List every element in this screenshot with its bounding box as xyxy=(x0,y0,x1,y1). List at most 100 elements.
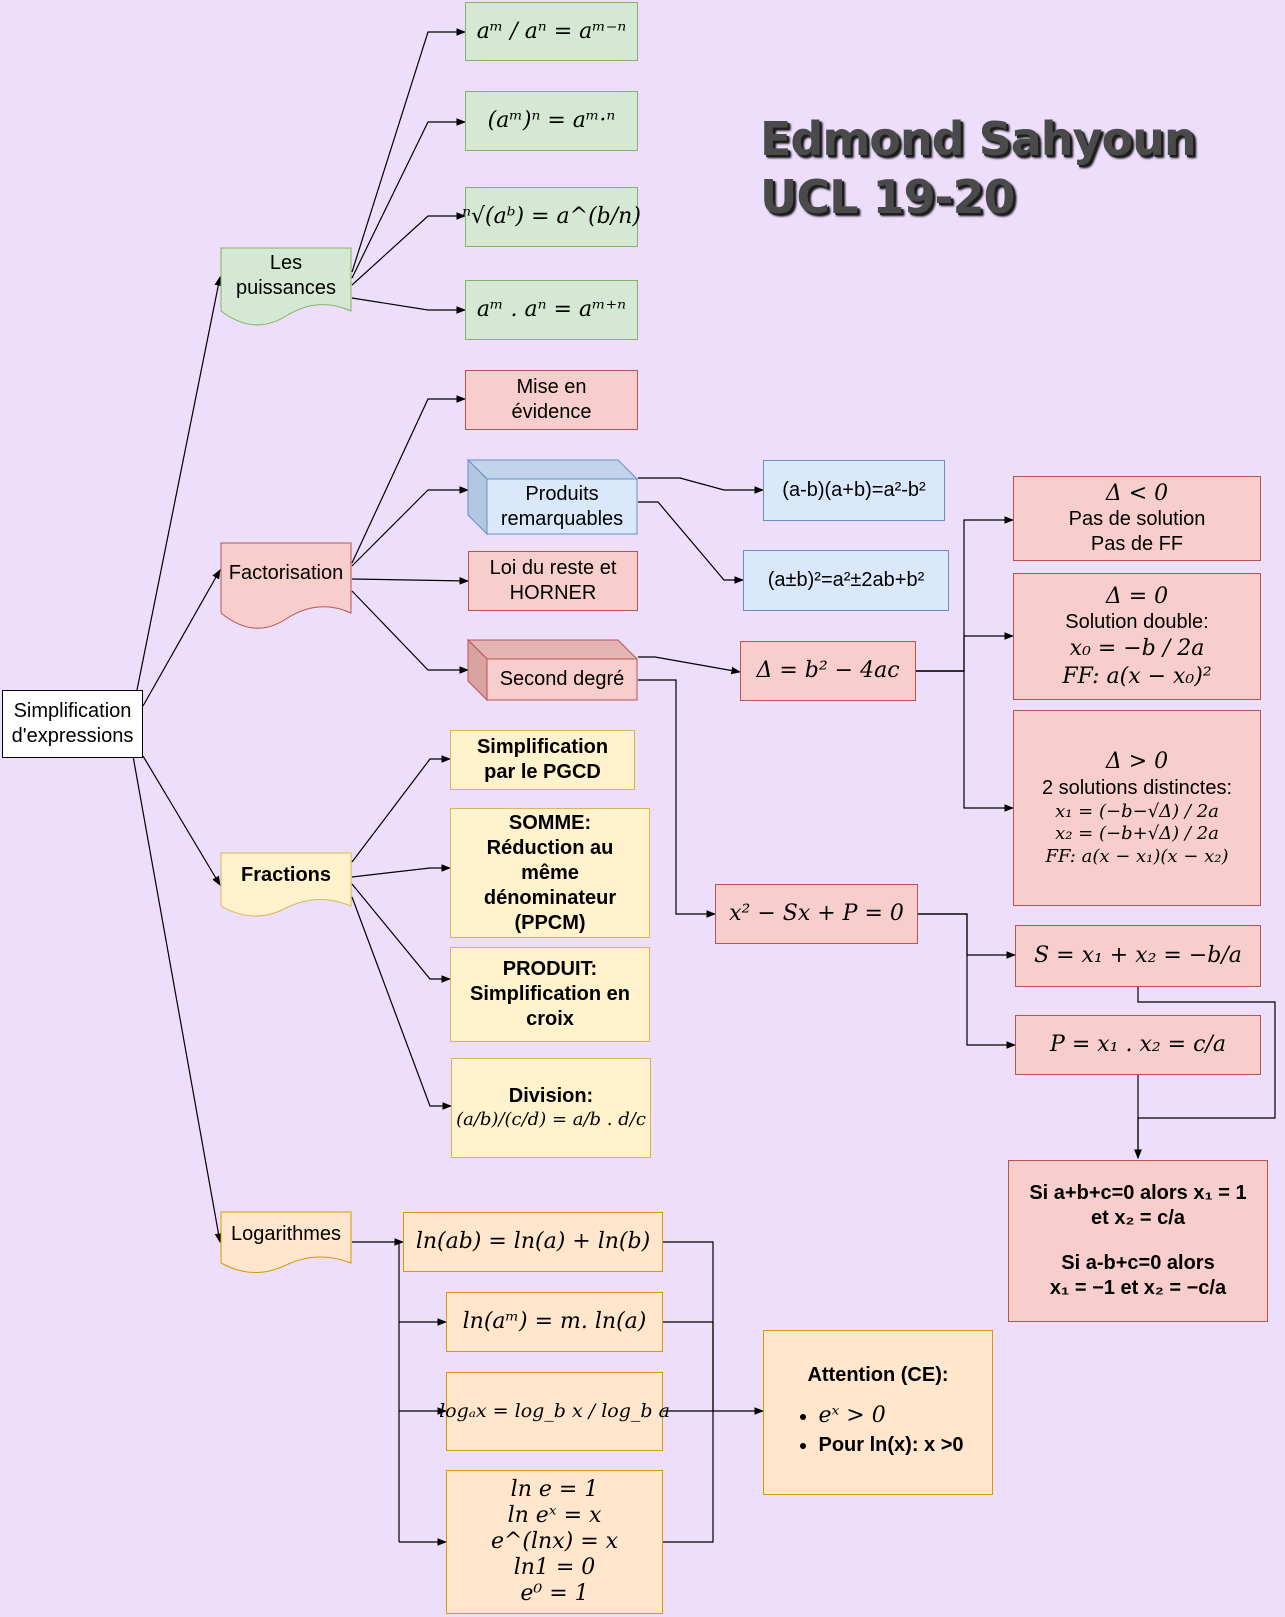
produits-line-1: Produits xyxy=(525,482,599,505)
delta-zero-x0: x₀ = −b / 2a xyxy=(1069,636,1205,662)
edge-puissances-r2 xyxy=(351,118,466,279)
division-node: Division: (a/b)/(c/d) = a/b . d/c xyxy=(451,1058,651,1158)
somme-line-2: Réduction au xyxy=(486,836,614,859)
produit-croix-node: PRODUIT: Simplification en croix xyxy=(450,947,650,1042)
attention-title: Attention (CE): xyxy=(807,1363,949,1386)
puissances-shape xyxy=(220,247,352,326)
delta-zero-ff: FF: a(x − x₀)² xyxy=(1062,663,1212,689)
fractions-label: Fractions xyxy=(240,864,332,886)
horner-node: Loi du reste et HORNER xyxy=(468,551,638,611)
pgcd-node: Simplification par le PGCD xyxy=(450,730,635,790)
delta-zero-line-1: Solution double: xyxy=(1065,611,1209,634)
edge-sp-p xyxy=(918,913,1016,1049)
power-rule-4: aᵐ . aⁿ = aᵐ⁺ⁿ xyxy=(476,297,627,323)
edge-root-logarithmes xyxy=(132,755,223,1243)
edge-frac-division xyxy=(351,896,452,1110)
pgcd-line-2: par le PGCD xyxy=(484,761,601,783)
p-equation: P = x₁ . x₂ = c/a xyxy=(1050,1032,1226,1058)
produit-line-3: croix xyxy=(526,1008,574,1030)
second-degre-cube xyxy=(466,638,639,702)
author-title: Edmond Sahyoun UCL 19-20 xyxy=(760,110,1197,226)
attention-item-ln: Pour ln(x): x >0 xyxy=(818,1433,963,1458)
puissances-label-1: Les xyxy=(269,252,303,274)
edge-frac-somme xyxy=(351,864,451,878)
delta-negative-node: Δ < 0 Pas de solution Pas de FF xyxy=(1013,476,1261,561)
delta-zero-node: Δ = 0 Solution double: x₀ = −b / 2a FF: … xyxy=(1013,573,1261,700)
logarithmes-node: Logarithmes xyxy=(221,1212,351,1257)
fractions-node: Fractions xyxy=(221,853,351,898)
root-node: Simplification d'expressions xyxy=(2,690,143,758)
produit-line-2: Simplification en xyxy=(469,983,631,1005)
delta-positive-x2: x₂ = (−b+√Δ) / 2a xyxy=(1055,823,1219,844)
edge-puissances-r1 xyxy=(351,28,466,273)
log-identity-1: ln e = 1 xyxy=(510,1477,599,1503)
root-label: Simplification d'expressions xyxy=(11,700,134,747)
factorisation-label: Factorisation xyxy=(228,561,344,584)
log-identity-4: ln1 = 0 xyxy=(513,1554,596,1580)
abc-line-2: et x₂ = c/a xyxy=(1091,1207,1185,1229)
edge-delta-zero xyxy=(916,632,1014,672)
log-identity-3: e^(lnx) = x xyxy=(490,1529,619,1555)
somme-line-3: même xyxy=(521,861,579,884)
edge-fact-produits xyxy=(351,486,469,567)
produits-cube xyxy=(466,458,639,536)
power-rule-1: aᵐ / aⁿ = aᵐ⁻ⁿ xyxy=(476,18,627,44)
attention-item-exp-text: eˣ > 0 xyxy=(818,1402,886,1428)
puissances-node: Les puissances xyxy=(221,248,351,304)
log-rule-product: ln(ab) = ln(a) + ln(b) xyxy=(415,1229,651,1255)
edge-r2-attention xyxy=(663,1321,714,1411)
sp-equation-node: x² − Sx + P = 0 xyxy=(715,884,918,944)
horner-line-1: Loi du reste et xyxy=(489,557,617,579)
fractions-shape xyxy=(220,852,352,917)
attention-item-ln-text: Pour ln(x): x >0 xyxy=(818,1434,964,1457)
s-equation: S = x₁ + x₂ = −b/a xyxy=(1034,943,1242,969)
edge-frac-produit xyxy=(351,883,451,983)
second-degre-label: Second degré xyxy=(499,668,625,690)
power-rule-power: (aᵐ)ⁿ = aᵐ·ⁿ xyxy=(465,91,638,151)
delta-positive-title: Δ > 0 xyxy=(1105,749,1169,774)
factorisation-node: Factorisation xyxy=(221,543,351,603)
delta-formula: Δ = b² − 4ac xyxy=(756,658,900,684)
produit-carre-text: (a±b)²=a²±2ab+b² xyxy=(767,569,925,591)
s-equation-node: S = x₁ + x₂ = −b/a xyxy=(1015,925,1261,987)
edge-root-factorisation xyxy=(142,569,221,707)
log-rule-power: ln(aᵐ) = m. ln(a) xyxy=(462,1309,647,1335)
somme-line-4: dénominateur xyxy=(483,886,617,909)
attention-list: eˣ > 0 Pour ln(x): x >0 xyxy=(792,1398,963,1463)
edge-produits-p2 xyxy=(638,501,744,584)
produit-carre-node: (a±b)²=a²±2ab+b² xyxy=(743,550,949,611)
edge-produits-p1 xyxy=(638,477,764,494)
edge-r4-attention xyxy=(663,1411,714,1543)
abc-line-4: x₁ = −1 et x₂ = −c/a xyxy=(1049,1277,1227,1299)
factorisation-shape xyxy=(220,542,352,629)
edge-root-puissances xyxy=(136,276,223,691)
edge-frac-pgcd xyxy=(351,755,451,863)
log-rule-base-node: logₐx = log_b x / log_b a xyxy=(439,1372,670,1451)
produits-remarquables-node: Produits remarquables xyxy=(487,479,637,534)
sp-equation: x² − Sx + P = 0 xyxy=(729,901,904,927)
delta-negative-line-1: Pas de solution xyxy=(1068,508,1206,531)
power-rule-product: aᵐ . aⁿ = aᵐ⁺ⁿ xyxy=(465,280,638,340)
logarithmes-label: Logarithmes xyxy=(230,1223,342,1245)
produit-line-1: PRODUIT: xyxy=(502,958,598,980)
author-name: Edmond Sahyoun xyxy=(760,112,1197,166)
edge-puissances-r4 xyxy=(351,297,466,314)
produit-difference-node: (a-b)(a+b)=a²-b² xyxy=(763,460,945,521)
power-rule-root: ⁿ√(aᵇ) = a^(b/n) xyxy=(462,187,641,247)
division-title: Division: xyxy=(508,1085,594,1108)
puissances-label-2: puissances xyxy=(235,277,337,299)
delta-positive-line-1: 2 solutions distinctes: xyxy=(1041,776,1233,799)
delta-negative-title: Δ < 0 xyxy=(1105,480,1169,506)
delta-positive-x1: x₁ = (−b−√Δ) / 2a xyxy=(1055,800,1219,822)
produit-difference-text: (a-b)(a+b)=a²-b² xyxy=(782,479,926,501)
delta-zero-title: Δ = 0 xyxy=(1105,583,1169,609)
power-rule-2: (aᵐ)ⁿ = aᵐ·ⁿ xyxy=(487,108,616,134)
attention-item-exp: eˣ > 0 xyxy=(818,1402,963,1430)
delta-node: Δ = b² − 4ac xyxy=(740,641,916,701)
abc-line-1: Si a+b+c=0 alors x₁ = 1 xyxy=(1029,1182,1247,1204)
power-rule-division: aᵐ / aⁿ = aᵐ⁻ⁿ xyxy=(465,2,638,61)
abc-rule-node: Si a+b+c=0 alors x₁ = 1 et x₂ = c/a Si a… xyxy=(1008,1160,1268,1322)
log-rule-base: logₐx = log_b x / log_b a xyxy=(439,1399,670,1422)
delta-positive-ff: FF: a(x − x₁)(x − x₂) xyxy=(1045,845,1229,867)
